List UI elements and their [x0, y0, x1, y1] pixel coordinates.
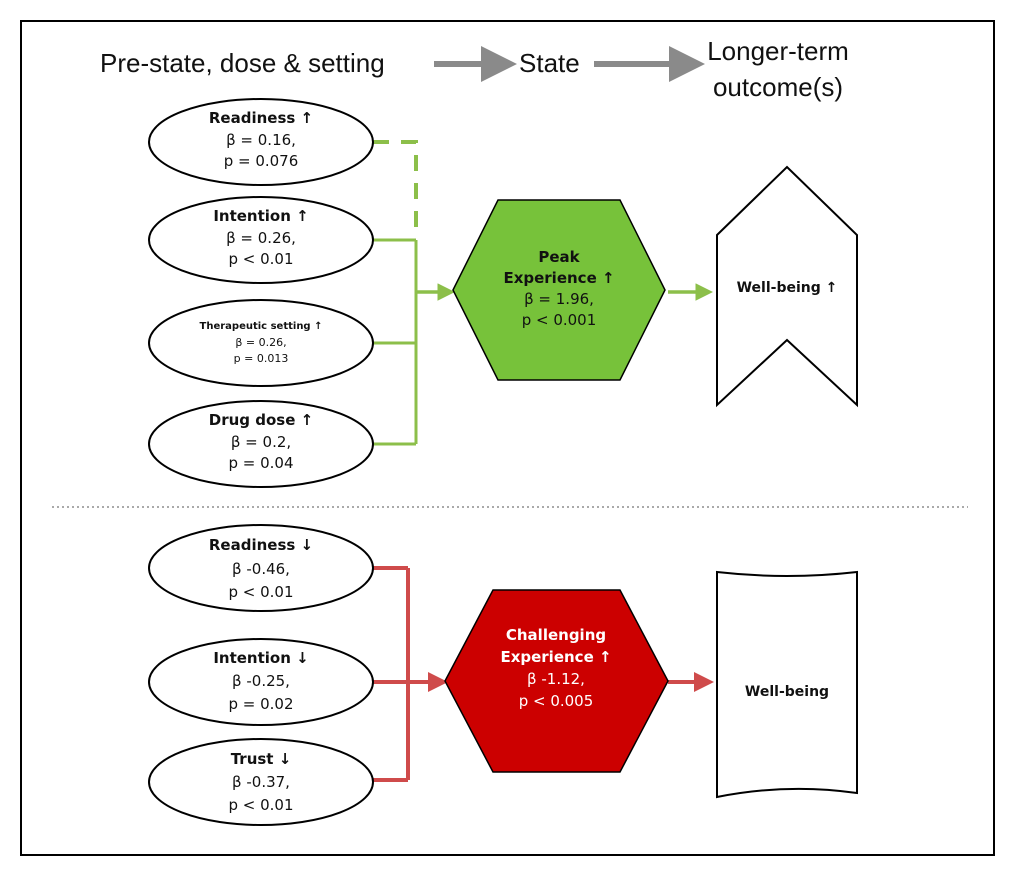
node-trust-down-p: p < 0.01	[228, 796, 293, 814]
node-drug-dose-up-name: Drug dose ↑	[209, 411, 313, 429]
figure-frame	[20, 20, 995, 856]
node-intention-up-name: Intention ↑	[213, 207, 308, 225]
state-peak-beta: β = 1.96,	[524, 290, 594, 308]
node-intention-down-beta: β -0.25,	[232, 672, 290, 690]
node-drug-dose-up-beta: β = 0.2,	[231, 433, 291, 451]
state-peak-experience	[452, 199, 666, 381]
node-drug-dose-up	[148, 400, 374, 488]
node-drug-dose-up-p: p = 0.04	[228, 454, 293, 472]
node-intention-up-beta: β = 0.26,	[226, 229, 296, 247]
node-therapeutic-setting-up-beta: β = 0.26,	[235, 336, 286, 349]
node-intention-up-p: p < 0.01	[228, 250, 293, 268]
state-peak-p: p < 0.001	[522, 311, 597, 329]
state-challenging-beta: β -1.12,	[527, 670, 585, 688]
outcome-wellbeing-up-label: Well-being ↑	[737, 280, 838, 296]
state-challenging-line2: Experience ↑	[500, 648, 611, 666]
node-intention-down-name: Intention ↓	[213, 649, 308, 667]
header-stage-outcome-line2: outcome(s)	[713, 72, 843, 102]
state-challenging-p: p < 0.005	[519, 692, 594, 710]
node-readiness-down-p: p < 0.01	[228, 583, 293, 601]
node-trust-down-beta: β -0.37,	[232, 773, 290, 791]
node-therapeutic-setting-up	[148, 299, 374, 387]
node-readiness-up-name: Readiness ↑	[209, 109, 313, 127]
outcome-wellbeing	[716, 570, 858, 799]
node-intention-down	[148, 638, 374, 726]
node-readiness-down-name: Readiness ↓	[209, 536, 313, 554]
readiness-dashed-connector	[373, 140, 418, 235]
state-challenging-experience	[444, 589, 669, 773]
state-peak-line1: Peak	[538, 248, 580, 266]
node-readiness-up-beta: β = 0.16,	[226, 131, 296, 149]
header-stage-outcome-line1: Longer-term	[707, 36, 849, 66]
node-therapeutic-setting-up-p: p = 0.013	[234, 352, 289, 365]
node-readiness-down-beta: β -0.46,	[232, 560, 290, 578]
node-trust-down-name: Trust ↓	[231, 750, 292, 768]
node-intention-down-p: p = 0.02	[228, 695, 293, 713]
header-stage-state: State	[519, 48, 580, 78]
state-peak-line2: Experience ↑	[503, 269, 614, 287]
node-therapeutic-setting-up-name: Therapeutic setting ↑	[200, 321, 323, 332]
node-readiness-down	[148, 524, 374, 612]
outcome-wellbeing-label: Well-being	[745, 684, 829, 700]
node-intention-up	[148, 196, 374, 284]
node-trust-down	[148, 738, 374, 826]
outcome-wellbeing-up	[716, 165, 858, 408]
node-readiness-up	[148, 98, 374, 186]
state-challenging-line1: Challenging	[506, 626, 606, 644]
node-readiness-up-p: p = 0.076	[224, 152, 299, 170]
header-stage-pre: Pre-state, dose & setting	[100, 48, 385, 78]
